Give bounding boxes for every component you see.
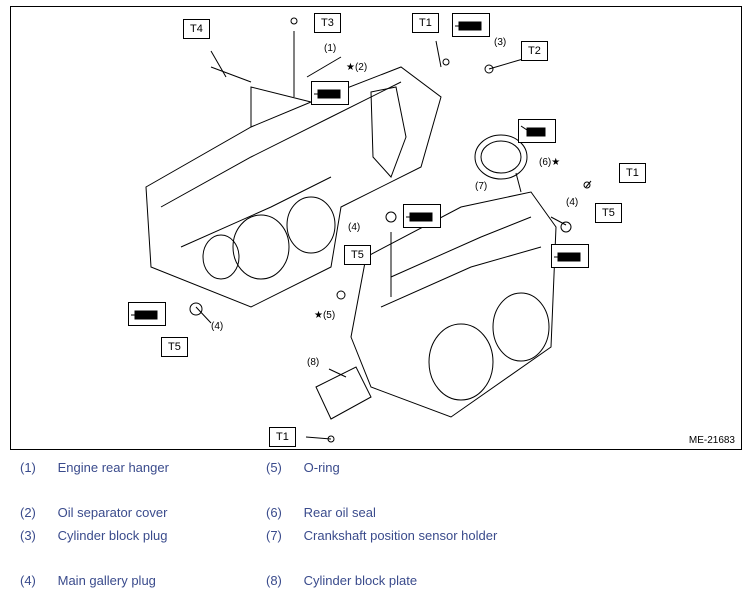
callout-3: (3): [494, 37, 507, 48]
torque-tag-t1: T1: [269, 427, 296, 447]
torque-tag-t5: T5: [344, 245, 371, 265]
sealant-tube-icon: [452, 13, 490, 37]
legend-number: (6): [266, 505, 282, 520]
callout-6: (6)★: [539, 157, 561, 168]
legend-number: (2): [20, 505, 36, 520]
legend-label: Crankshaft position sensor holder: [303, 528, 498, 543]
legend-label: O-ring: [303, 460, 340, 475]
legend-number: (5): [266, 460, 282, 475]
legend-item-2: (2) Oil separator cover: [20, 502, 167, 524]
callout-4: (4): [211, 321, 224, 332]
legend-label: Engine rear hanger: [57, 460, 169, 475]
legend-label: Rear oil seal: [303, 505, 376, 520]
torque-tag-t1: T1: [619, 163, 646, 183]
torque-tag-t5: T5: [595, 203, 622, 223]
legend-item-6: (6) Rear oil seal: [266, 502, 376, 524]
callout-7: (7): [475, 181, 488, 192]
legend-item-7: (7) Crankshaft position sensor holder: [266, 525, 499, 547]
callout-4: (4): [566, 197, 579, 208]
exploded-view-diagram: T4 T3 T1 T2 T1 T5 T5 T5 T1 (1) ★(2) (3) …: [10, 6, 742, 450]
legend-number: (1): [20, 460, 36, 475]
legend-item-1: (1) Engine rear hanger: [20, 457, 169, 479]
legend-number: (3): [20, 528, 36, 543]
figure-code: ME-21683: [688, 435, 735, 446]
legend-label: Main gallery plug: [57, 573, 156, 588]
oil-can-icon: [518, 119, 556, 143]
sealant-tube-icon: [128, 302, 166, 326]
callout-1: (1): [324, 43, 337, 54]
legend-number: (8): [266, 573, 282, 588]
torque-tag-t1: T1: [412, 13, 439, 33]
sealant-tube-icon: [311, 81, 349, 105]
legend-label: Cylinder block plug: [57, 528, 168, 543]
callout-4: (4): [348, 222, 361, 233]
legend-item-5: (5) O-ring: [266, 457, 340, 479]
legend-item-8: (8) Cylinder block plate: [266, 570, 417, 592]
legend-item-3: (3) Cylinder block plug: [20, 525, 167, 547]
torque-tag-t4: T4: [183, 19, 210, 39]
legend-number: (7): [266, 528, 282, 543]
cylinder-block-drawing: [145, 17, 592, 443]
callout-2: ★(2): [346, 62, 368, 73]
callout-5: ★(5): [314, 310, 336, 321]
legend-number: (4): [20, 573, 36, 588]
legend-label: Oil separator cover: [57, 505, 168, 520]
sealant-tube-icon: [403, 204, 441, 228]
torque-tag-t2: T2: [521, 41, 548, 61]
legend-label: Cylinder block plate: [303, 573, 418, 588]
torque-tag-t5: T5: [161, 337, 188, 357]
torque-tag-t3: T3: [314, 13, 341, 33]
sealant-tube-icon: [551, 244, 589, 268]
callout-8: (8): [307, 357, 320, 368]
parts-legend: (1) Engine rear hanger (2) Oil separator…: [0, 452, 752, 598]
legend-item-4: (4) Main gallery plug: [20, 570, 156, 592]
